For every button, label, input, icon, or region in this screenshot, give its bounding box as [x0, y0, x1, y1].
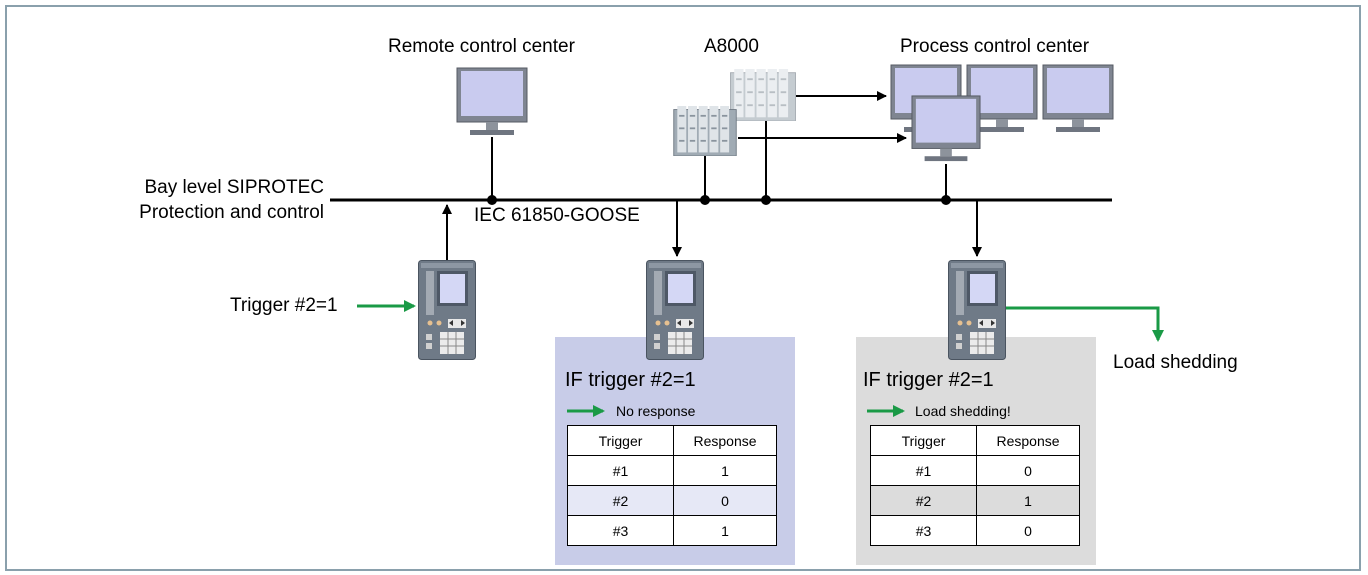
bay-level-label: Bay level SIPROTEC [144, 177, 325, 198]
panel-right-condition: IF trigger #2=1 [863, 369, 994, 391]
table-header-cell: Trigger [567, 425, 674, 456]
bus-node [487, 195, 497, 205]
table-header-row: Trigger Response [567, 425, 777, 456]
siprotec-device-sender-icon [418, 260, 476, 360]
trigger-input-label: Trigger #2=1 [230, 295, 338, 316]
table-cell: 0 [673, 485, 777, 516]
table-row-highlighted: #2 1 [870, 485, 1080, 516]
a8000-module-icon [673, 106, 737, 156]
siprotec-device-receiver-1-icon [646, 260, 704, 360]
process-control-monitor-icon [1042, 64, 1114, 133]
table-cell: #1 [870, 455, 977, 486]
table-cell: 1 [673, 455, 777, 486]
bus-protocol-label: IEC 61850-GOOSE [474, 205, 640, 226]
panel-left-action: No response [616, 403, 696, 419]
siprotec-device-receiver-2-icon [948, 260, 1006, 360]
table-cell: #3 [567, 515, 674, 546]
table-row: #3 0 [870, 515, 1080, 546]
load-shedding-arrow [1006, 306, 1164, 342]
process-control-center-label: Process control center [900, 36, 1090, 57]
table-cell: 0 [976, 515, 1080, 546]
table-cell: #2 [567, 485, 674, 516]
table-cell: 0 [976, 455, 1080, 486]
table-row: #1 0 [870, 455, 1080, 486]
bus-node [761, 195, 771, 205]
table-header-cell: Response [673, 425, 777, 456]
process-control-monitor-icon [911, 95, 981, 162]
panel-left-condition: IF trigger #2=1 [565, 369, 696, 391]
protection-control-label: Protection and control [139, 202, 324, 223]
table-cell: #1 [567, 455, 674, 486]
table-header-row: Trigger Response [870, 425, 1080, 456]
load-shedding-output-label: Load shedding [1113, 352, 1238, 373]
table-cell: #2 [870, 485, 977, 516]
table-row: #3 1 [567, 515, 777, 546]
table-cell: 1 [673, 515, 777, 546]
bus-node [941, 195, 951, 205]
bus-node [700, 195, 710, 205]
table-cell: #3 [870, 515, 977, 546]
panel-left-table: Trigger Response #1 1 #2 0 #3 1 [567, 425, 777, 546]
panel-right-action: Load shedding! [915, 403, 1011, 419]
remote-control-center-label: Remote control center [388, 36, 575, 57]
a8000-rack-icon [730, 69, 796, 121]
table-cell: 1 [976, 485, 1080, 516]
table-row: #1 1 [567, 455, 777, 486]
table-row-highlighted: #2 0 [567, 485, 777, 516]
a8000-label: A8000 [704, 36, 759, 57]
panel-right-table: Trigger Response #1 0 #2 1 #3 0 [870, 425, 1080, 546]
table-header-cell: Response [976, 425, 1080, 456]
table-header-cell: Trigger [870, 425, 977, 456]
remote-control-center-monitor-icon [456, 67, 528, 136]
